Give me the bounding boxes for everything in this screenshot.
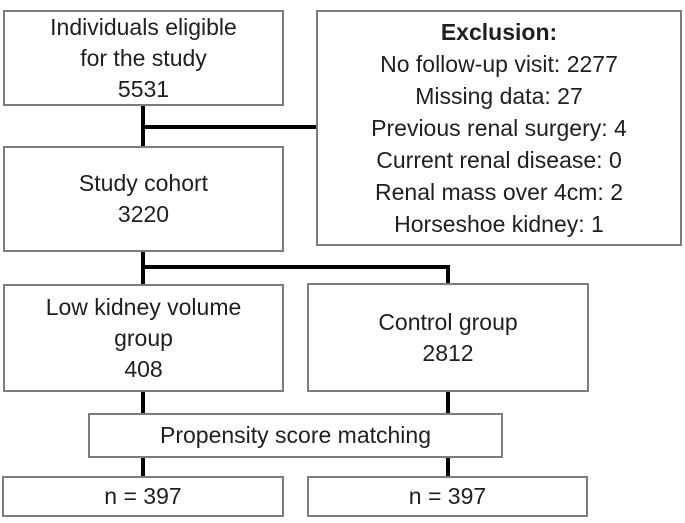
- matched-control-count: n = 397: [408, 483, 487, 509]
- eligible-count: 5531: [117, 75, 170, 102]
- eligible-box: Individuals eligible for the study 5531: [3, 10, 284, 106]
- eligible-line: Individuals eligible: [50, 13, 237, 40]
- propensity-label: Propensity score matching: [159, 422, 431, 448]
- cohort-count: 3220: [117, 201, 170, 227]
- cohort-line: Study cohort: [78, 170, 209, 196]
- exclusion-title: Exclusion:: [440, 19, 558, 45]
- exclusion-item: Previous renal surgery: 4: [371, 115, 627, 141]
- connector-matching-to-right-n: [446, 458, 450, 476]
- low-kidney-volume-group-box: Low kidney volume group 408: [3, 284, 284, 392]
- study-cohort-box: Study cohort 3220: [3, 146, 284, 252]
- connector-branch-to-exclusion: [141, 125, 316, 129]
- connector-split-horizontal: [141, 265, 450, 269]
- control-count: 2812: [422, 339, 474, 366]
- control-line: Control group: [378, 308, 518, 335]
- low-kidney-count: 408: [124, 355, 163, 382]
- low-kidney-line: Low kidney volume: [45, 293, 242, 320]
- exclusion-item: Missing data: 27: [415, 83, 583, 109]
- matched-low-kidney-count: n = 397: [104, 483, 182, 509]
- low-kidney-line: group: [114, 324, 173, 351]
- connector-control-to-matching: [446, 392, 450, 413]
- eligible-line: for the study: [80, 44, 207, 71]
- connector-split-to-control: [446, 265, 450, 283]
- matched-control-box: n = 397: [307, 476, 588, 517]
- exclusion-item: Horseshoe kidney: 1: [394, 211, 604, 237]
- connector-lowkidney-to-matching: [141, 392, 145, 413]
- exclusion-item: No follow-up visit: 2277: [380, 51, 618, 77]
- control-group-box: Control group 2812: [307, 283, 589, 392]
- exclusion-item: Renal mass over 4cm: 2: [375, 179, 623, 205]
- connector-matching-to-left-n: [141, 458, 145, 476]
- exclusion-item: Current renal disease: 0: [376, 147, 622, 173]
- exclusion-box: Exclusion: No follow-up visit: 2277 Miss…: [316, 10, 682, 246]
- propensity-matching-box: Propensity score matching: [88, 413, 503, 458]
- matched-low-kidney-box: n = 397: [2, 476, 284, 517]
